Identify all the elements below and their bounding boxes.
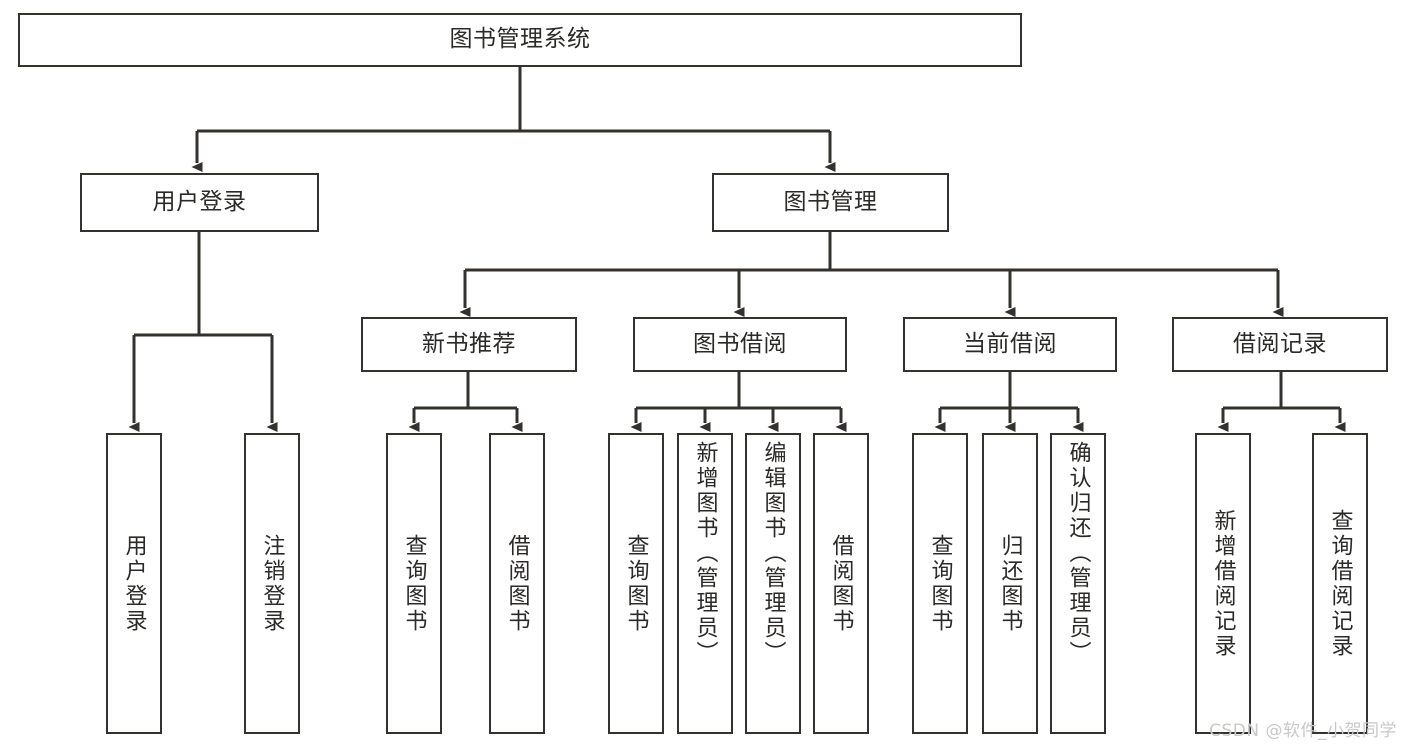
node-label: 注销登录	[259, 533, 285, 634]
node-label: 查询图书	[623, 533, 649, 634]
node-label: 查询图书	[401, 533, 427, 634]
node-label: 新增图书（管理员）	[692, 441, 718, 666]
node-label: 当前借阅	[963, 330, 1057, 357]
leaf-borrow-record-query-record[interactable]: 查询借阅记录	[1312, 433, 1368, 734]
leaf-borrow-record-add-record[interactable]: 新增借阅记录	[1195, 433, 1251, 734]
node-label: 借阅图书	[828, 533, 854, 634]
leaf-user-login-logout[interactable]: 注销登录	[244, 433, 300, 734]
leaf-new-book-query-books[interactable]: 查询图书	[386, 433, 442, 734]
node-label: 查询借阅记录	[1327, 508, 1353, 659]
leaf-borrow-book-query-books[interactable]: 查询图书	[608, 433, 664, 734]
node-label: 图书管理	[783, 188, 878, 215]
node-label: 新书推荐	[422, 330, 516, 357]
node-label: 借阅图书	[504, 533, 530, 634]
leaf-borrow-book-edit-book-admin[interactable]: 编辑图书（管理员）	[745, 433, 801, 734]
node-borrowing-record[interactable]: 借阅记录	[1172, 317, 1388, 372]
node-label: 归还图书	[997, 533, 1023, 634]
node-label: 图书管理系统	[449, 26, 591, 53]
leaf-user-login-login[interactable]: 用户登录	[106, 433, 162, 734]
node-new-book-recommendation[interactable]: 新书推荐	[361, 317, 577, 372]
node-current-borrowing[interactable]: 当前借阅	[903, 317, 1117, 372]
leaf-current-borrow-confirm-return-admin[interactable]: 确认归还（管理员）	[1050, 433, 1106, 734]
leaf-borrow-book-add-book-admin[interactable]: 新增图书（管理员）	[677, 433, 733, 734]
node-root-book-management-system[interactable]: 图书管理系统	[18, 13, 1022, 67]
node-book-borrowing[interactable]: 图书借阅	[633, 317, 847, 372]
leaf-borrow-book-borrow-books[interactable]: 借阅图书	[813, 433, 869, 734]
node-label: 查询图书	[927, 533, 953, 634]
leaf-new-book-borrow-books[interactable]: 借阅图书	[489, 433, 545, 734]
node-label: 新增借阅记录	[1210, 508, 1236, 659]
csdn-watermark: CSDN @软件_小贺同学	[1209, 721, 1397, 741]
node-label: 用户登录	[121, 533, 147, 634]
node-label: 确认归还（管理员）	[1065, 441, 1091, 666]
node-user-login[interactable]: 用户登录	[80, 173, 319, 232]
node-book-management[interactable]: 图书管理	[712, 173, 949, 232]
leaf-current-borrow-query-books[interactable]: 查询图书	[912, 433, 968, 734]
node-label: 用户登录	[152, 188, 247, 215]
leaf-current-borrow-return-books[interactable]: 归还图书	[982, 433, 1038, 734]
node-label: 借阅记录	[1233, 330, 1327, 357]
node-label: 图书借阅	[693, 330, 787, 357]
node-label: 编辑图书（管理员）	[760, 441, 786, 666]
